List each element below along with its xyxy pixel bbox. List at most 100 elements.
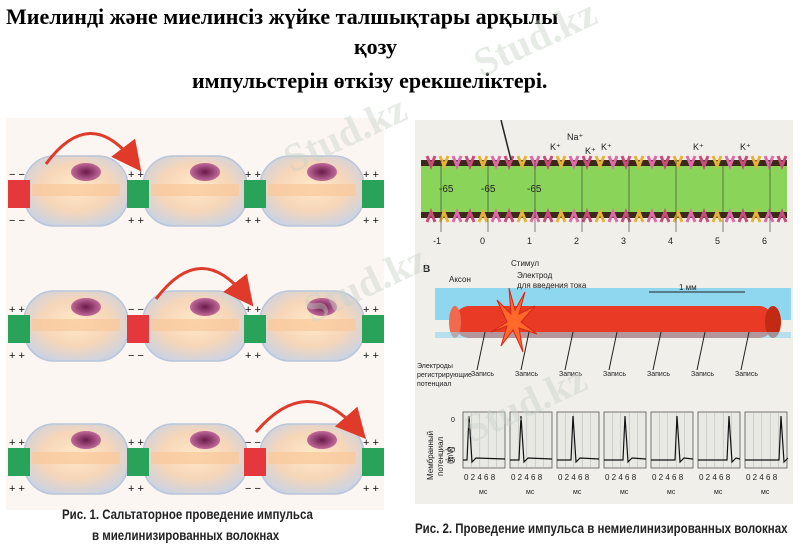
recording-electrode xyxy=(696,331,706,371)
ion-channel xyxy=(646,155,658,171)
nucleus xyxy=(307,298,337,316)
action-potential-trace xyxy=(745,415,789,464)
recording-electrode xyxy=(520,331,530,371)
position-label: 3 xyxy=(621,236,626,246)
ion-label-na: Na⁺ xyxy=(567,132,584,142)
node-of-ranvier xyxy=(8,448,30,476)
y-tick-0: 0 xyxy=(451,417,455,424)
conduction-arrow xyxy=(254,400,366,440)
position-label: 1 xyxy=(527,236,532,246)
axon-band xyxy=(32,319,120,331)
ion-channel xyxy=(477,207,489,223)
record-label: Запись xyxy=(735,371,758,378)
ion-channel xyxy=(646,207,658,223)
node-sign-top: + + xyxy=(245,169,261,181)
electrode-label-2: для введения тока xyxy=(517,281,587,290)
y-label-2: потенциал xyxy=(436,436,445,476)
ion-channel xyxy=(737,207,749,223)
electrode-label-1: Электрод xyxy=(517,271,553,280)
ion-channel xyxy=(451,155,463,171)
nucleus xyxy=(307,163,337,181)
position-label: 2 xyxy=(574,236,579,246)
ion-channel xyxy=(698,155,710,171)
x-tick-labels: 0 2 4 6 8 xyxy=(652,473,684,482)
axon-band xyxy=(151,452,239,464)
ion-channel xyxy=(763,155,775,171)
ion-channel xyxy=(555,207,567,223)
stimulus-label: Стимул xyxy=(511,259,539,268)
x-tick-labels: 0 2 4 6 8 xyxy=(699,473,731,482)
ion-channel xyxy=(490,155,502,171)
ion-channel xyxy=(438,207,450,223)
ion-channel xyxy=(555,155,567,171)
node-sign-top: − − xyxy=(128,304,144,316)
node-of-ranvier xyxy=(244,448,266,476)
y-label-1: Мембранный xyxy=(426,431,435,480)
recording-electrode xyxy=(476,331,486,371)
ion-channel xyxy=(672,207,684,223)
page-title-line-3: импульстерін өткізу ерекшеліктері. xyxy=(192,68,548,93)
ion-label-k2: K⁺ xyxy=(585,146,596,156)
y-tick-50: -50 xyxy=(445,447,455,454)
potential-label-3: -65 xyxy=(527,184,542,195)
ion-channel xyxy=(659,207,671,223)
axon-band xyxy=(32,452,120,464)
nucleus xyxy=(71,298,101,316)
ion-channel xyxy=(516,207,528,223)
record-label: Запись xyxy=(471,371,494,378)
record-label: Запись xyxy=(559,371,582,378)
position-label: 4 xyxy=(668,236,673,246)
figure-1-drawing: − − − − + + + + + + + + + ++ ++ ++ +− −− −+ ++… xyxy=(8,132,384,495)
ion-channel xyxy=(503,155,515,171)
figure-2-caption: Рис. 2. Проведение импульса в немиелиниз… xyxy=(415,520,788,536)
node-sign-bottom: + + xyxy=(245,215,261,227)
figure-1-saltatory-conduction: − − − − + + + + + + + + + ++ ++ ++ +− −− −+ ++… xyxy=(6,118,384,510)
record-label: Запись xyxy=(647,371,670,378)
ion-channel xyxy=(425,155,437,171)
page-title-line-2: қозу xyxy=(354,34,398,59)
node-sign-top: + + xyxy=(128,169,144,181)
node-of-ranvier xyxy=(244,315,266,343)
conduction-arrow xyxy=(154,267,254,307)
stimulus-burst xyxy=(490,287,538,353)
node-sign-bottom: − − xyxy=(245,483,261,495)
node-of-ranvier xyxy=(127,180,149,208)
position-label: 6 xyxy=(762,236,767,246)
fig1-row-1: − −− −+ ++ ++ ++ ++ ++ + xyxy=(8,132,384,227)
node-sign-bottom: − − xyxy=(128,350,144,362)
x-unit-label: мс xyxy=(526,489,535,496)
record-electrodes-label-1: Электроды xyxy=(417,363,453,370)
ion-channel xyxy=(581,155,593,171)
panel-c-recordings: Мембранный потенциал (mV) 0 -50 -65 0 2 … xyxy=(426,411,789,496)
x-tick-labels: 0 2 4 6 8 xyxy=(511,473,543,482)
ion-label-k4: K⁺ xyxy=(693,142,704,152)
ion-channel xyxy=(438,155,450,171)
potential-label-1: -65 xyxy=(439,184,454,195)
x-unit-label: мс xyxy=(479,489,488,496)
figure-1-caption-line-1: Рис. 1. Сальтаторное проведение импульса xyxy=(62,506,313,522)
ion-channel xyxy=(568,155,580,171)
position-label: -1 xyxy=(433,236,441,246)
ion-channel xyxy=(464,155,476,171)
potential-label-2: -65 xyxy=(481,184,496,195)
ion-channel xyxy=(672,155,684,171)
record-label: Запись xyxy=(515,371,538,378)
ion-channel xyxy=(724,155,736,171)
fig1-row-3: + ++ ++ ++ +− −− −+ ++ + xyxy=(8,400,384,495)
nucleus xyxy=(190,163,220,181)
action-potential-trace xyxy=(604,415,647,464)
recording-electrode xyxy=(740,331,750,371)
ion-label-k3: K⁺ xyxy=(601,142,612,152)
action-potential-trace xyxy=(698,415,741,464)
conduction-arrow xyxy=(44,132,142,172)
node-sign-top: − − xyxy=(9,169,25,181)
ion-channel xyxy=(607,155,619,171)
record-label: Запись xyxy=(691,371,714,378)
ion-label-k5: K⁺ xyxy=(740,142,751,152)
node-sign-bottom: + + xyxy=(128,215,144,227)
ion-channel xyxy=(542,155,554,171)
node-sign-bottom: + + xyxy=(363,215,379,227)
node-of-ranvier xyxy=(127,448,149,476)
